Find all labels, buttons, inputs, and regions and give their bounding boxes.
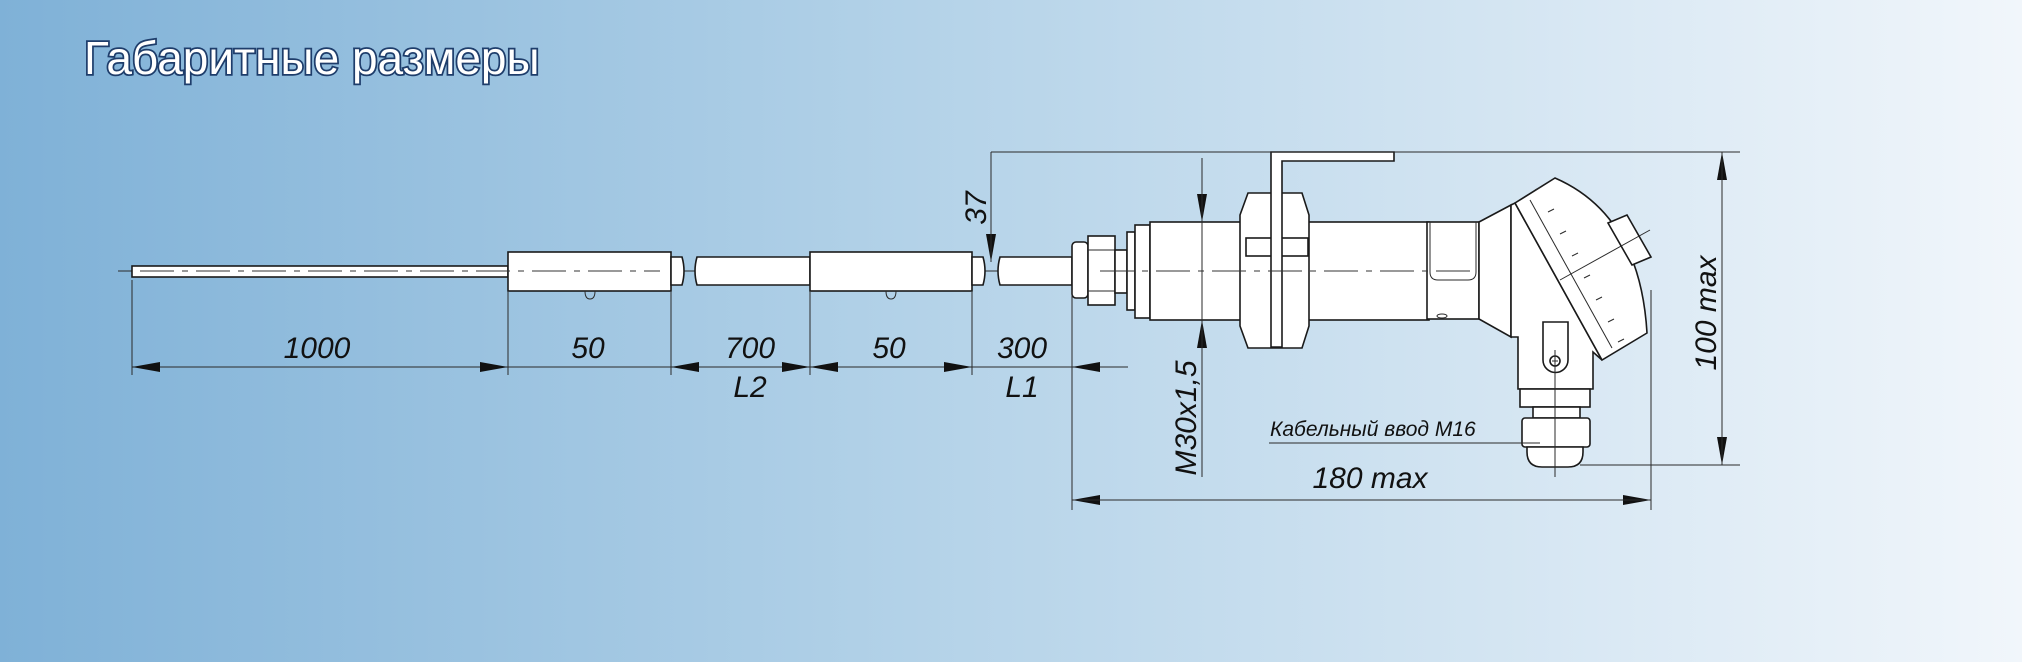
dim-height-max: 100 max [1690,254,1723,370]
sleeve-2 [809,251,973,292]
extension-lines [131,280,1652,510]
lid-boss [1606,213,1653,267]
rod-break-1a [670,256,685,286]
sleeve-1-weld [584,290,596,300]
dim-sleeve-1: 50 [571,332,605,365]
dim-thread: M30x1,5 [1170,360,1203,475]
cable-entry-label: Кабельный ввод М16 [1270,418,1476,441]
dim-300: 300 [997,332,1047,365]
dim-37: 37 [960,190,993,225]
dim-length-max: 180 max [1312,462,1428,495]
dimension-lines [131,151,1740,510]
label-l1: L1 [1005,371,1038,404]
probe-assembly [118,251,1540,300]
lid-ribs [1534,186,1625,343]
gland-cap [1071,241,1089,299]
dim-1000: 1000 [284,332,351,365]
rod-break-2a [971,256,986,286]
thermometer-head [1071,151,1653,477]
rod-segment-3 [997,256,1073,286]
dimension-labels: 1000 50 700 50 300 L2 L1 37 M30x1,5 100 … [284,190,1723,495]
middle-rod [694,256,811,286]
clamp-tab [1542,321,1569,374]
collar-hole [1436,313,1448,319]
page-title: Габаритные размеры [84,32,540,84]
cable-gland-thread [1532,406,1581,419]
dimension-arrows [132,152,1727,505]
collar-flat [1429,222,1477,281]
sleeve-2-weld [885,290,897,300]
dim-sleeve-2: 50 [872,332,906,365]
dim-700: 700 [725,332,775,365]
neck-cone [1478,203,1512,339]
label-l2: L2 [733,371,767,404]
lid-axis [1559,229,1651,281]
